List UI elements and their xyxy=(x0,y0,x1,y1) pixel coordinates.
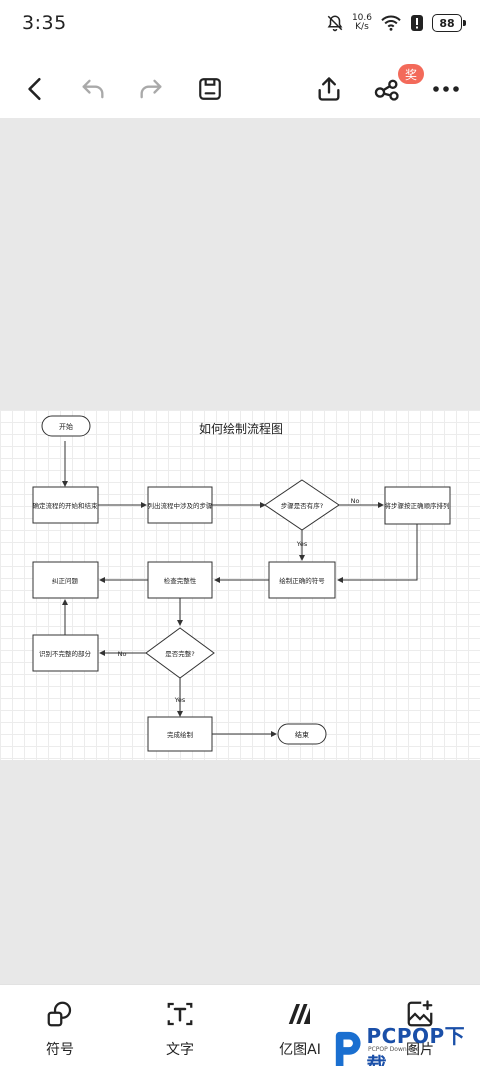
edge-label-no: No xyxy=(118,650,127,658)
node-complete-decision[interactable]: 是否完整? xyxy=(145,627,215,679)
node-label: 识别不完整的部分 xyxy=(39,649,92,658)
ai-tab[interactable]: 亿图AI xyxy=(265,999,335,1059)
network-speed: 10.6 K/s xyxy=(351,13,372,32)
redo-button[interactable] xyxy=(132,70,170,108)
node-label: 是否完整? xyxy=(165,649,194,658)
watermark: PCPOP下载 PCPOP Download xyxy=(332,1020,480,1066)
reward-badge[interactable]: 奖 xyxy=(398,64,424,84)
ai-tab-label: 亿图AI xyxy=(279,1042,321,1058)
node-start[interactable]: 开始 xyxy=(41,415,91,437)
undo-button[interactable] xyxy=(74,70,112,108)
node-label: 绘制正确的符号 xyxy=(279,576,325,585)
svg-text:开始: 开始 xyxy=(59,422,73,431)
text-icon xyxy=(167,1002,193,1026)
image-tab-label: 图片 xyxy=(406,1042,434,1058)
battery-indicator: 88 xyxy=(432,14,466,32)
save-button[interactable] xyxy=(191,70,229,108)
image-tab[interactable]: 图片 xyxy=(385,999,455,1059)
share-nodes-icon xyxy=(374,79,399,101)
edge-label-yes: Yes xyxy=(174,696,186,704)
share-upload-icon xyxy=(318,77,340,101)
more-dots-icon xyxy=(433,86,459,92)
alert-icon xyxy=(411,15,423,31)
node-draw-symbols[interactable]: 绘制正确的符号 xyxy=(268,561,336,599)
node-label: 步骤是否有序? xyxy=(281,501,323,510)
image-add-icon xyxy=(407,1000,433,1027)
editor-toolbar xyxy=(0,58,480,120)
node-determine-start-end[interactable]: 确定流程的开始和结束 xyxy=(32,486,99,524)
node-label: 纠正问题 xyxy=(52,577,79,585)
flowchart-diagram: 如何绘制流程图 xyxy=(32,415,451,752)
back-arrow-icon xyxy=(28,77,41,101)
node-label: 将步骤按正确顺序排列 xyxy=(385,501,450,510)
edge-label-no: No xyxy=(351,497,360,505)
pcpop-logo-icon xyxy=(335,1031,361,1066)
symbols-tab-label: 符号 xyxy=(46,1042,74,1058)
drawing-canvas[interactable]: 如何绘制流程图 xyxy=(0,118,480,984)
node-check-completeness[interactable]: 检查完整性 xyxy=(147,561,213,599)
node-arrange-order[interactable]: 将步骤按正确顺序排列 xyxy=(384,486,451,525)
status-icons: 10.6 K/s 88 xyxy=(326,13,466,32)
share-button[interactable] xyxy=(310,70,348,108)
undo-icon xyxy=(82,79,104,99)
redo-icon xyxy=(140,79,162,99)
edge-label-yes: Yes xyxy=(296,540,308,548)
node-end[interactable]: 结束 xyxy=(277,723,327,745)
mute-bell-icon xyxy=(327,15,343,32)
back-button[interactable] xyxy=(16,70,54,108)
wifi-icon xyxy=(381,15,401,31)
node-list-steps[interactable]: 列出流程中涉及的步骤 xyxy=(147,486,214,524)
watermark-sub: PCPOP Download xyxy=(368,1046,420,1053)
more-button[interactable] xyxy=(427,70,465,108)
watermark-brand: PCPOP下载 xyxy=(366,1024,466,1066)
symbols-tab[interactable]: 符号 xyxy=(25,999,95,1059)
status-time: 3:35 xyxy=(22,12,67,34)
status-bar: 3:35 10.6 K/s 88 xyxy=(0,0,480,46)
node-ordered-decision[interactable]: 步骤是否有序? xyxy=(264,479,340,531)
node-label: 完成绘制 xyxy=(167,730,194,739)
node-label: 确定流程的开始和结束 xyxy=(33,501,99,510)
node-identify-incomplete[interactable]: 识别不完整的部分 xyxy=(32,634,99,672)
save-icon xyxy=(199,78,221,100)
bottom-toolbar: 符号 文字 亿图AI 图片 xyxy=(0,984,480,1066)
node-label: 列出流程中涉及的步骤 xyxy=(148,501,214,510)
node-fix-issue[interactable]: 纠正问题 xyxy=(32,561,99,599)
text-tab[interactable]: 文字 xyxy=(145,999,215,1059)
svg-text:结束: 结束 xyxy=(295,730,309,739)
ai-logo-icon xyxy=(288,1004,310,1024)
text-tab-label: 文字 xyxy=(166,1042,194,1058)
collaborate-button[interactable] xyxy=(368,70,406,108)
symbol-shapes-icon xyxy=(47,1001,72,1027)
flowchart-title: 如何绘制流程图 xyxy=(199,421,283,436)
flowchart-page[interactable]: 如何绘制流程图 xyxy=(0,410,480,760)
node-finish-drawing[interactable]: 完成绘制 xyxy=(147,716,213,752)
node-label: 检查完整性 xyxy=(164,576,197,585)
connectors xyxy=(62,441,418,737)
